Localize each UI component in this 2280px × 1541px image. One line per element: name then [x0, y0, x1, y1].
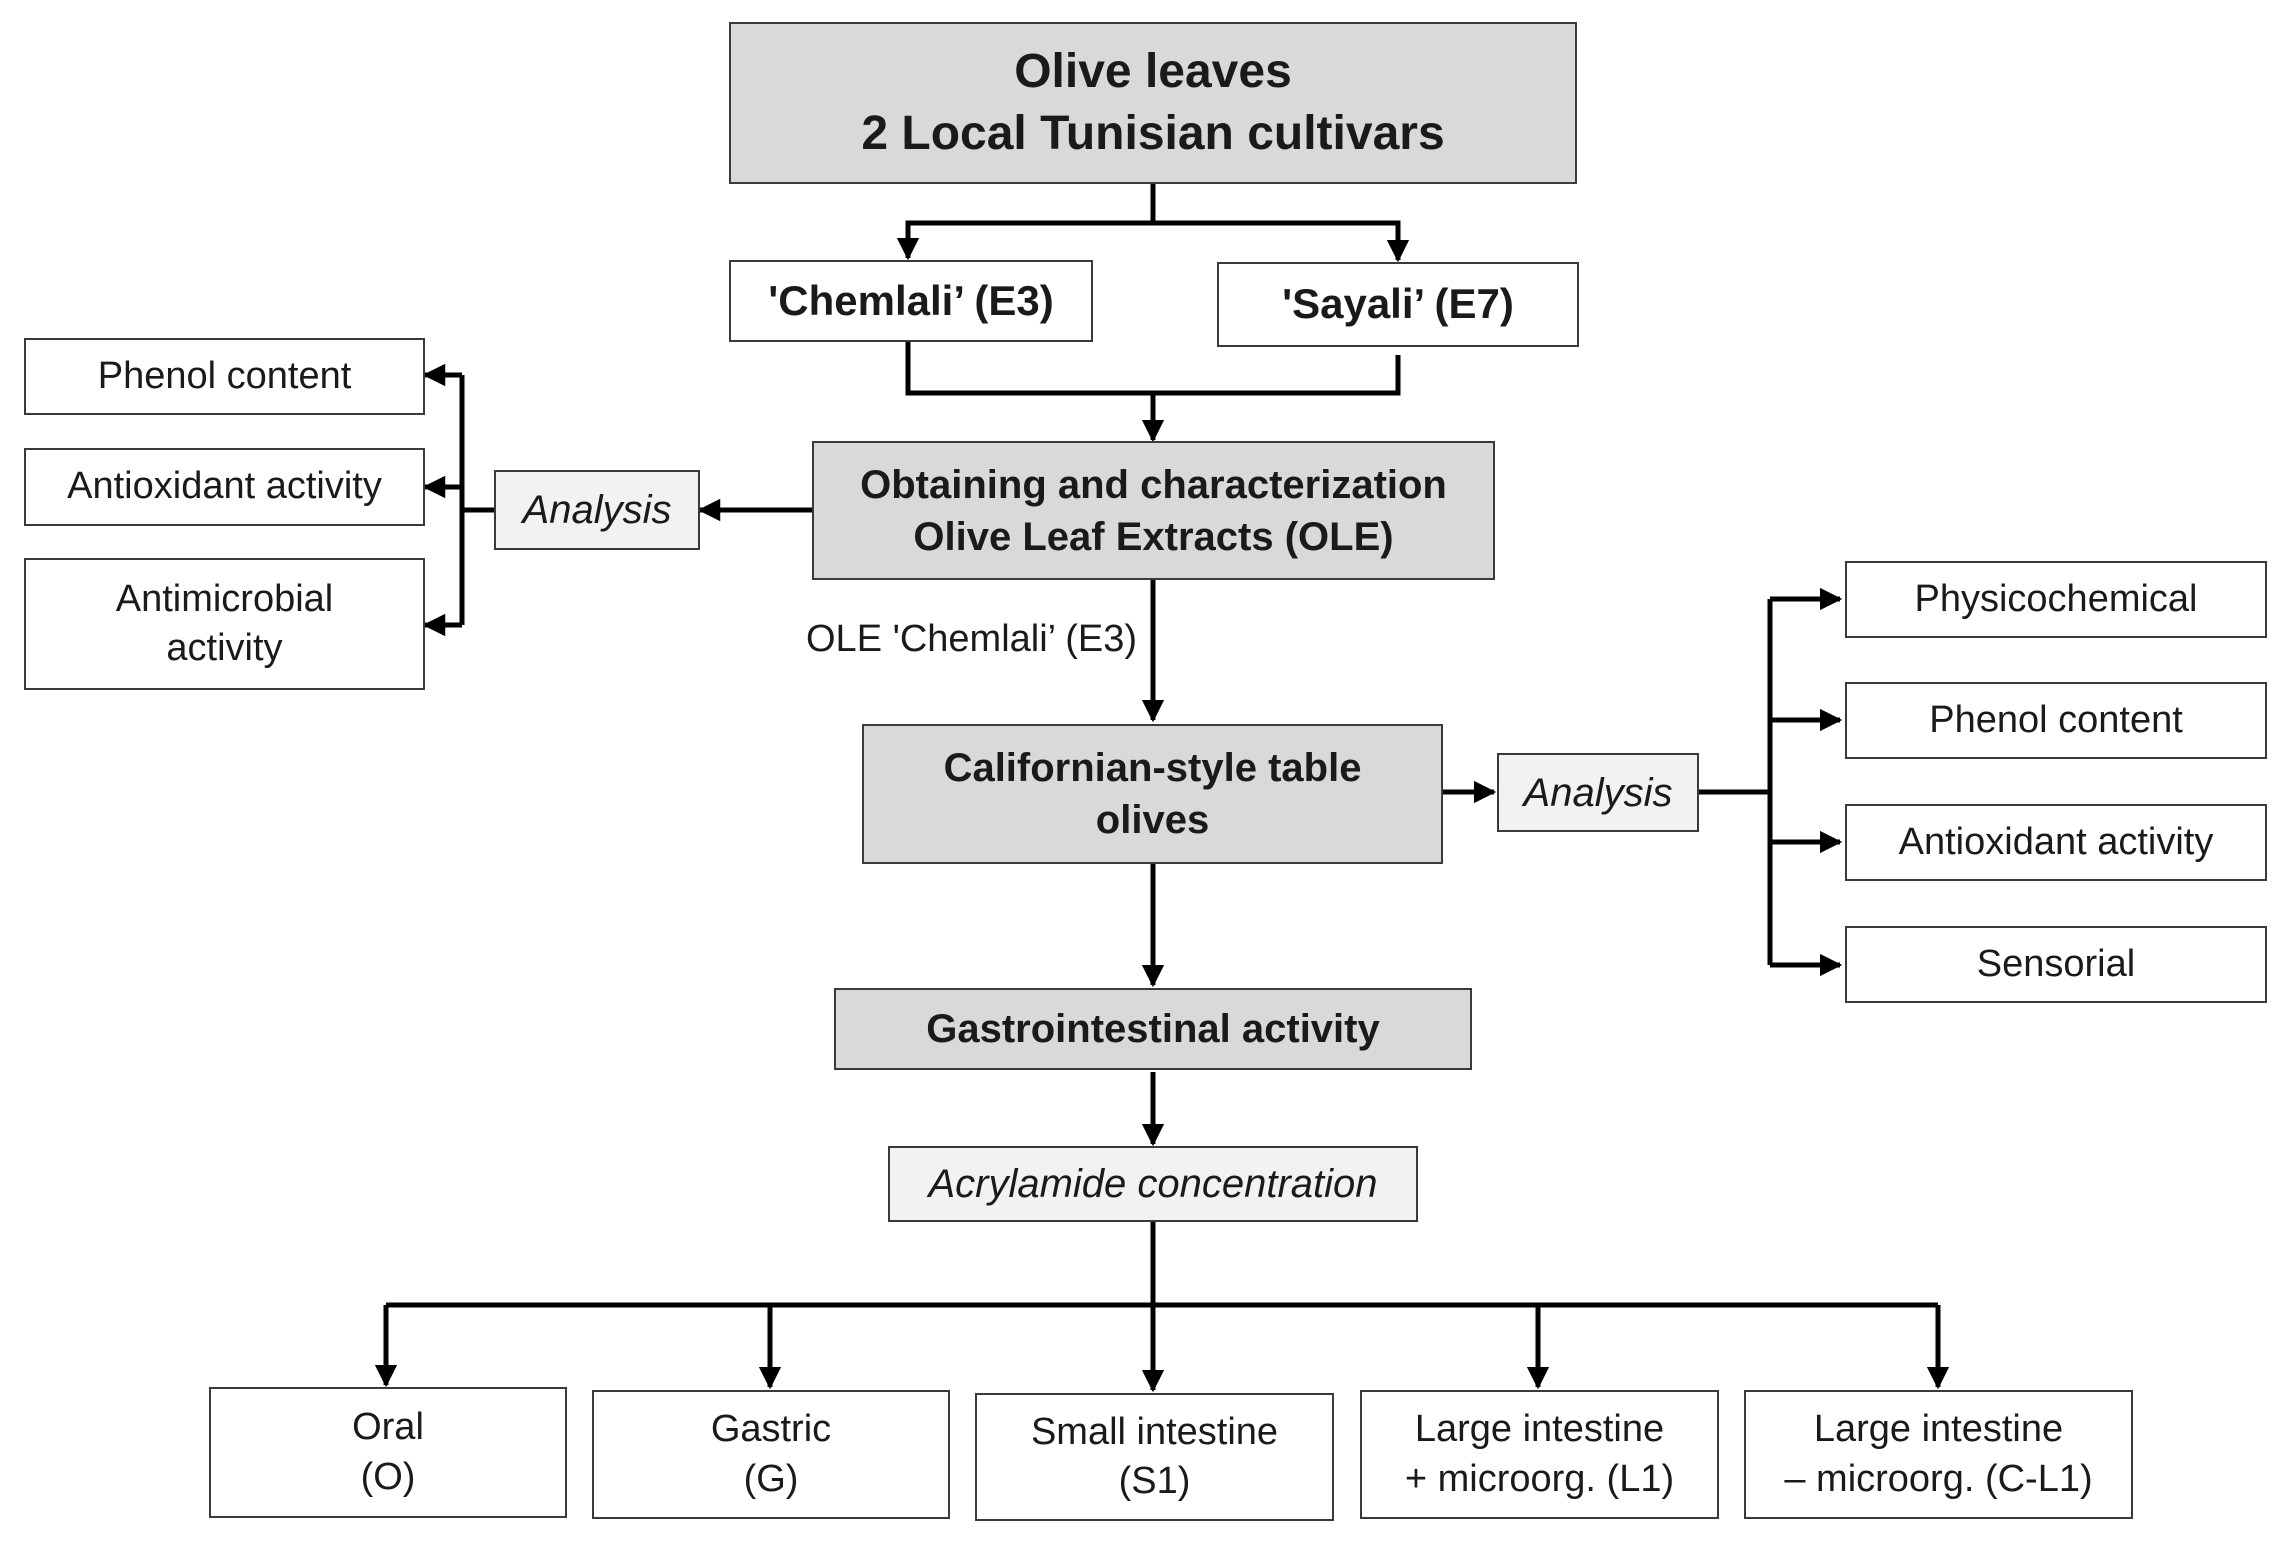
acrylamide-label: Acrylamide concentration [928, 1162, 1378, 1206]
physicochemical-box: Physicochemical [1845, 561, 2267, 638]
gastrointestinal-label: Gastrointestinal activity [926, 1007, 1380, 1051]
left-analysis-label: Analysis [522, 488, 672, 532]
right-antioxidant-box: Antioxidant activity [1845, 804, 2267, 881]
antimicrobial-label-line1: Antimicrobial [115, 577, 334, 620]
ole-title: Obtaining and characterization [860, 462, 1447, 507]
gastrointestinal-box: Gastrointestinal activity [834, 988, 1472, 1070]
phase-oral-code: (O) [360, 1455, 416, 1498]
phase-small-intestine-name: Small intestine [1030, 1410, 1279, 1453]
ole-chemlali-edge-label: OLE 'Chemlali’ (E3) [806, 618, 1138, 660]
olive-leaves-box: Olive leaves 2 Local Tunisian cultivars [729, 22, 1577, 184]
antimicrobial-label-line2: activity [166, 627, 283, 669]
antimicrobial-box: Antimicrobial activity [24, 558, 425, 690]
left-phenol-content-label: Phenol content [97, 354, 352, 397]
phase-gastric-code: (G) [743, 1457, 799, 1500]
acrylamide-box: Acrylamide concentration [888, 1146, 1418, 1222]
sayali-box: 'Sayali’ (E7) [1217, 262, 1579, 347]
right-analysis-box: Analysis [1497, 753, 1699, 832]
chemlali-label: 'Chemlali’ (E3) [768, 276, 1054, 324]
left-analysis-box: Analysis [494, 470, 700, 550]
phase-large-intestine-plus-name: Large intestine [1414, 1408, 1665, 1451]
right-analysis-label: Analysis [1523, 770, 1673, 815]
sensorial-label: Sensorial [1976, 942, 2136, 985]
phase-large-intestine-plus-code: + microorg. (L1) [1404, 1457, 1675, 1500]
phase-large-intestine-minus-box: Large intestine – microorg. (C-L1) [1744, 1390, 2133, 1519]
right-antioxidant-label: Antioxidant activity [1898, 820, 2214, 863]
ole-box: Obtaining and characterization Olive Lea… [812, 441, 1495, 580]
olive-leaves-title: Olive leaves [1014, 44, 1292, 98]
phase-gastric-box: Gastric (G) [592, 1390, 950, 1519]
right-phenol-content-label: Phenol content [1929, 698, 2183, 741]
californian-box: Californian-style table olives [862, 724, 1443, 864]
left-phenol-content-box: Phenol content [24, 338, 425, 415]
phase-large-intestine-plus-box: Large intestine + microorg. (L1) [1360, 1390, 1719, 1519]
chemlali-box: 'Chemlali’ (E3) [729, 260, 1093, 342]
phase-large-intestine-minus-code: – microorg. (C-L1) [1784, 1457, 2093, 1500]
olive-leaves-subtitle: 2 Local Tunisian cultivars [861, 107, 1445, 160]
phase-small-intestine-box: Small intestine (S1) [975, 1393, 1334, 1521]
edge-to-sayali [1153, 220, 1410, 263]
sensorial-box: Sensorial [1845, 926, 2267, 1003]
left-antioxidant-box: Antioxidant activity [24, 448, 425, 526]
phase-gastric-name: Gastric [710, 1408, 832, 1451]
californian-title: Californian-style table [943, 746, 1362, 790]
phase-small-intestine-code: (S1) [1118, 1460, 1191, 1502]
edge-cultivars-merge [905, 342, 1401, 396]
phase-oral-box: Oral (O) [209, 1387, 567, 1518]
phase-oral-name: Oral [352, 1406, 424, 1449]
ole-subtitle: Olive Leaf Extracts (OLE) [913, 514, 1394, 559]
phase-large-intestine-minus-name: Large intestine [1813, 1408, 2064, 1451]
physicochemical-label: Physicochemical [1914, 577, 2198, 620]
californian-subtitle: olives [1095, 798, 1210, 842]
sayali-label: 'Sayali’ (E7) [1282, 280, 1514, 328]
right-phenol-content-box: Phenol content [1845, 682, 2267, 759]
edge-to-chemlali [896, 220, 1153, 261]
left-antioxidant-label: Antioxidant activity [67, 465, 382, 508]
